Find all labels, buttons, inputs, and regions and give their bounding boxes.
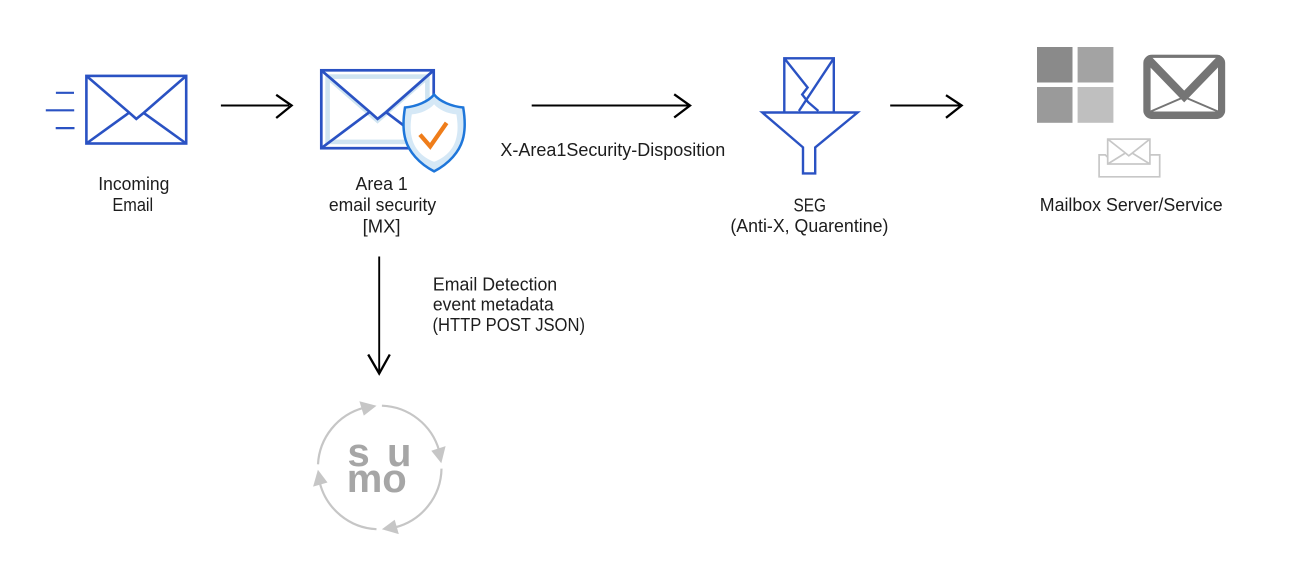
svg-text:Email: Email — [112, 195, 153, 215]
svg-text:(HTTP POST JSON): (HTTP POST JSON) — [433, 315, 586, 335]
svg-text:(Anti-X, Quarentine): (Anti-X, Quarentine) — [730, 216, 888, 236]
svg-text:Incoming: Incoming — [98, 174, 169, 194]
svg-text:SEG: SEG — [793, 196, 826, 216]
svg-text:email security: email security — [329, 195, 436, 215]
svg-text:mo: mo — [347, 457, 407, 501]
svg-text:Email Detection: Email Detection — [433, 274, 557, 294]
svg-text:u: u — [387, 431, 411, 475]
svg-text:X-Area1Security-Disposition: X-Area1Security-Disposition — [500, 140, 725, 160]
svg-text:Area 1: Area 1 — [356, 174, 408, 194]
svg-text:s: s — [348, 431, 370, 475]
svg-text:Mailbox Server/Service: Mailbox Server/Service — [1040, 195, 1223, 215]
svg-text:event metadata: event metadata — [433, 295, 555, 315]
svg-text:[MX]: [MX] — [363, 216, 401, 236]
